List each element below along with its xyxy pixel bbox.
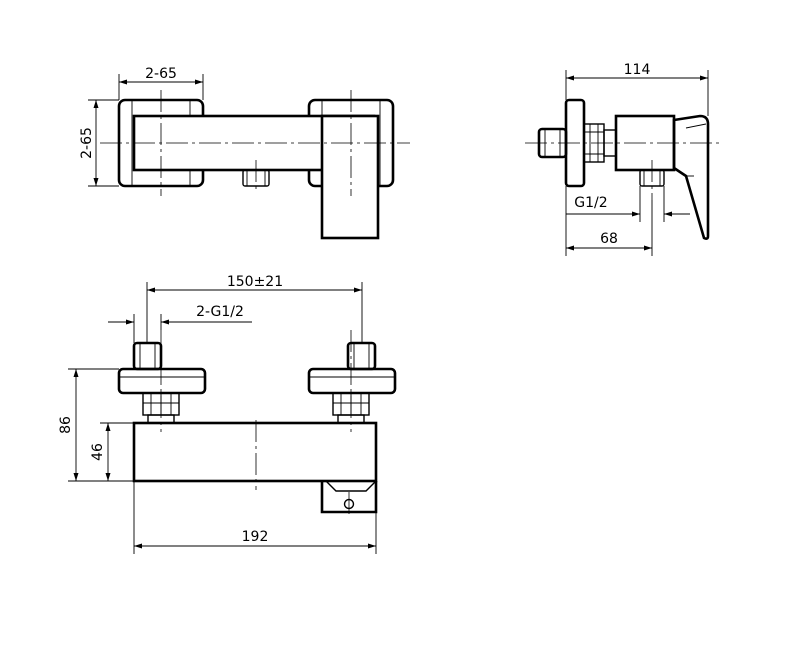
dim-top-width: 2-65: [145, 66, 177, 82]
front-view-right-escutcheon: [307, 367, 397, 395]
dim-front-width: 192: [242, 529, 269, 545]
front-view-right-inlet: [346, 341, 377, 371]
front-view: 150±21 2-G1/2 86 46 192: [58, 274, 397, 554]
dim-side-depth: 114: [624, 62, 651, 78]
dim-top-height: 2-65: [79, 127, 95, 159]
dim-front-body-height: 46: [90, 443, 106, 461]
front-view-body: [132, 421, 378, 483]
dim-front-thread: 2-G1/2: [196, 304, 244, 320]
top-view-handle: [320, 114, 380, 240]
dim-front-height: 86: [58, 416, 74, 434]
side-view: 114 G1/2 68: [525, 62, 720, 256]
side-view-lever: [672, 114, 710, 240]
dim-front-spacing: 150±21: [227, 274, 283, 290]
front-view-left-escutcheon: [117, 367, 207, 395]
top-view: 2-65 2-65: [79, 66, 410, 240]
dim-side-offset: 68: [600, 231, 618, 247]
dim-side-thread: G1/2: [574, 195, 607, 211]
front-view-left-inlet: [132, 341, 163, 371]
